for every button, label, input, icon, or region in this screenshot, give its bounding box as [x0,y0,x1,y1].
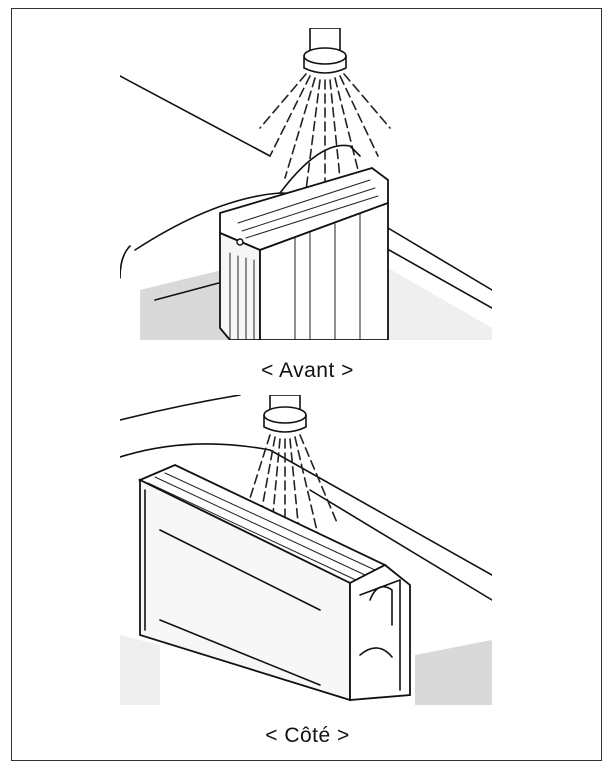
filter-top-ribs [237,179,379,239]
sink-basin-shadow-right [415,640,492,705]
sink-rim-right [387,227,492,291]
filter-pleats-top [147,472,376,582]
sink-rim-inner [309,489,492,601]
filter-handle [279,144,361,194]
faucet-nozzle [303,55,347,74]
faucet-head [263,406,307,424]
faucet-head [303,47,347,65]
sink-basin-shadow-right [388,268,492,340]
illustration-side-view [120,395,492,705]
filter-latch [369,585,393,626]
filter-side-groove-bottom [159,619,321,686]
illustration-front-view [120,28,492,340]
caption-side-view: < Côté > [265,724,350,747]
sink-rim-right-inner [381,245,492,309]
filter-pleats-front [229,252,255,340]
filter-side-groove-top [159,529,321,611]
sink-rim-top [120,443,492,576]
sink-edge-line [120,75,271,157]
caption-front-view: < Avant > [261,359,354,382]
sink-inner-rim [120,245,131,279]
filter-pleats-side [294,213,361,340]
filter-end-inner [359,579,401,691]
side-view-drawing [120,395,492,705]
sink-back-edge [120,395,241,421]
filter-clip [236,238,244,246]
sink-basin-line [154,279,231,301]
filter-side-face [259,201,389,340]
sink-basin-shadow [120,635,160,705]
faucet-nozzle [263,414,307,433]
sink-basin-shadow [140,268,230,340]
filter-grip [359,647,393,658]
sink-rim-top [134,192,381,251]
filter-end-frame [349,563,411,701]
front-view-drawing [120,28,492,340]
